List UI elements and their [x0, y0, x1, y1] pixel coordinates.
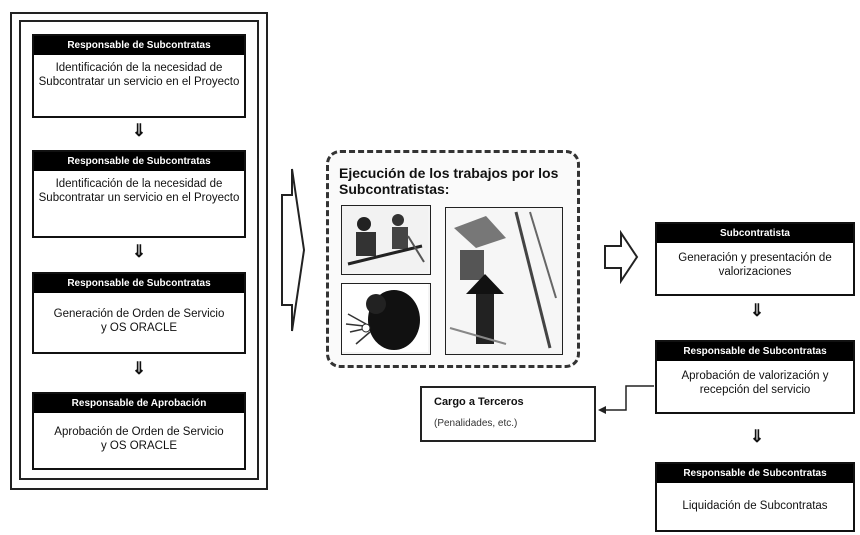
cargo-title: Cargo a Terceros	[434, 396, 524, 408]
right-step-1-header: Subcontratista	[657, 224, 853, 243]
cargo-connector-line	[598, 385, 654, 414]
structure-photo	[445, 207, 563, 355]
workers-photo	[341, 205, 431, 275]
right-step-2-text: Aprobación de valorización y recepción d…	[681, 370, 829, 396]
right-step-1-text: Generación y presentación de valorizacio…	[678, 252, 832, 278]
left-step-2-box: Responsable de Subcontratas Identificaci…	[32, 150, 246, 238]
left-step-3-header: Responsable de Subcontratas	[34, 274, 244, 293]
left-step-4-box: Responsable de Aprobación Aprobación de …	[32, 392, 246, 470]
right-step-3-box: Responsable de Subcontratas Liquidación …	[655, 462, 855, 532]
right-step-2-header: Responsable de Subcontratas	[657, 342, 853, 361]
cargo-subtitle: (Penalidades, etc.)	[434, 418, 518, 429]
left-process-frame	[10, 12, 268, 490]
left-step-3-text: Generación de Orden de Servicio y OS ORA…	[53, 308, 225, 334]
down-arrow-icon: ⇓	[131, 359, 147, 378]
left-step-2-text: Identificación de la necesidad de Subcon…	[38, 178, 240, 204]
left-step-2-header: Responsable de Subcontratas	[34, 152, 244, 171]
down-arrow-icon: ⇓	[131, 242, 147, 261]
down-arrow-icon: ⇓	[749, 427, 765, 446]
right-step-2-box: Responsable de Subcontratas Aprobación d…	[655, 340, 855, 414]
down-arrow-icon: ⇓	[131, 121, 147, 140]
left-step-1-text: Identificación de la necesidad de Subcon…	[38, 62, 240, 88]
hollow-right-arrow-icon	[281, 168, 306, 332]
cargo-terceros-box: Cargo a Terceros (Penalidades, etc.)	[420, 386, 596, 442]
right-step-1-box: Subcontratista Generación y presentación…	[655, 222, 855, 296]
left-step-1-box: Responsable de Subcontratas Identificaci…	[32, 34, 246, 118]
left-step-4-text: Aprobación de Orden de Servicio y OS ORA…	[54, 426, 224, 452]
hollow-right-arrow-icon	[604, 230, 639, 284]
right-step-3-header: Responsable de Subcontratas	[657, 464, 853, 483]
down-arrow-icon: ⇓	[749, 301, 765, 320]
left-step-3-box: Responsable de Subcontratas Generación d…	[32, 272, 246, 354]
right-step-3-text: Liquidación de Subcontratas	[682, 500, 828, 512]
left-step-4-header: Responsable de Aprobación	[34, 394, 244, 413]
execution-title: Ejecución de los trabajos por los Subcon…	[339, 165, 559, 197]
execution-box: Ejecución de los trabajos por los Subcon…	[326, 150, 580, 368]
welder-photo	[341, 283, 431, 355]
left-step-1-header: Responsable de Subcontratas	[34, 36, 244, 55]
